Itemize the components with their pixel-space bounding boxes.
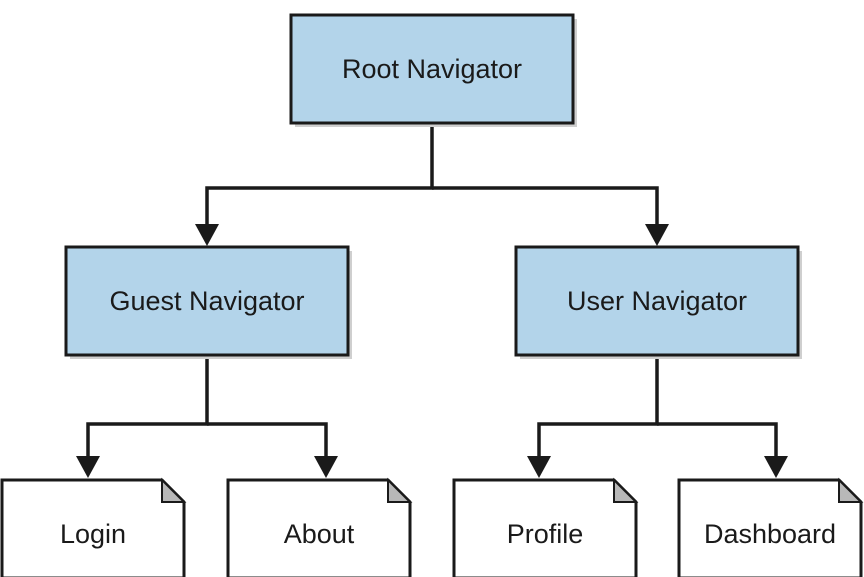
arrow-to-profile-icon (527, 456, 551, 478)
connectors (76, 124, 788, 478)
arrow-to-user-icon (645, 224, 669, 246)
root-navigator-node: Root Navigator (289, 13, 577, 127)
arrow-to-guest-icon (195, 224, 219, 246)
guest-navigator-node: Guest Navigator (64, 245, 352, 359)
user-navigator-label: User Navigator (567, 286, 747, 316)
about-screen-label: About (284, 519, 355, 549)
dashboard-screen-node: Dashboard (677, 477, 864, 577)
login-screen-label: Login (60, 519, 126, 549)
about-page-fold-icon (387, 477, 413, 503)
profile-page-shape (452, 478, 638, 577)
guest-to-children-connector (86, 356, 209, 462)
user-to-dashboard-connector (657, 422, 778, 462)
guest-navigator-box (64, 245, 350, 357)
login-page-fold-icon (161, 477, 187, 503)
arrow-to-login-icon (76, 456, 100, 478)
login-page-shape (0, 478, 186, 577)
about-screen-node: About (226, 477, 413, 577)
dashboard-page-shape (677, 478, 863, 577)
profile-page-fold-icon (613, 477, 639, 503)
arrow-to-dashboard-icon (764, 456, 788, 478)
arrow-to-about-icon (314, 456, 338, 478)
profile-screen-node: Profile (452, 477, 639, 577)
root-to-user-connector (432, 186, 659, 232)
profile-screen-label: Profile (507, 519, 584, 549)
root-navigator-box (289, 13, 575, 125)
root-navigator-label: Root Navigator (342, 54, 522, 84)
dashboard-page-fold-icon (838, 477, 864, 503)
dashboard-screen-label: Dashboard (704, 519, 836, 549)
user-navigator-node: User Navigator (514, 245, 802, 359)
guest-to-about-connector (207, 422, 328, 462)
user-navigator-box (514, 245, 800, 357)
login-screen-node: Login (0, 477, 187, 577)
root-to-children-connector (205, 124, 434, 232)
user-to-children-connector (537, 356, 659, 462)
about-page-shape (226, 478, 412, 577)
guest-navigator-label: Guest Navigator (109, 286, 304, 316)
